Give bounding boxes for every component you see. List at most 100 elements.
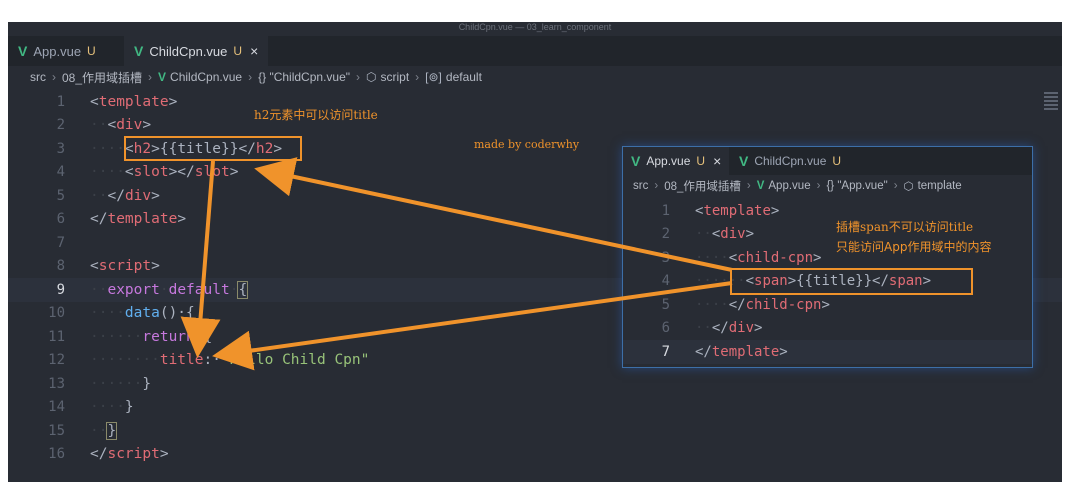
breadcrumb-object[interactable]: {} "App.vue" [826,180,888,192]
untracked-badge: U [233,44,243,58]
chevron-right-icon: › [248,70,253,84]
code-line: 8<script> [8,255,1062,279]
chevron-right-icon: › [746,180,751,192]
code-line: 7 [8,231,1062,255]
indent-guide: ······ [90,328,143,345]
breadcrumb-template[interactable]: template [917,180,962,192]
inset-tab-childcpn-vue[interactable]: V ChildCpn.vue U [731,147,849,175]
breadcrumb-folder[interactable]: 08_作用域插槽 [664,181,741,193]
untracked-badge: U [832,154,842,168]
window-title: ChildCpn.vue — 03_learn_component [458,22,612,32]
annotation-slot-no-access: 插槽span不可以访问title [836,220,974,234]
line-number: 6 [661,320,670,337]
untracked-badge: U [87,44,96,58]
breadcrumb-default[interactable]: default [445,70,482,84]
tab-app-vue[interactable]: V App.vue U [8,36,106,66]
line-number: 6 [56,211,65,228]
code-line: 13······} [8,372,1062,396]
line-number: 4 [661,273,670,290]
line-number: 9 [56,281,65,298]
indent-guide: ·· [695,320,712,337]
annotation-app-scope: 只能访问App作用域中的内容 [836,240,992,254]
indent-guide: ···· [695,249,729,266]
breadcrumb: src › 08_作用域插槽 › V ChildCpn.vue › {} "Ch… [8,66,1062,88]
indent-guide: · [159,281,169,298]
vue-icon: V [739,153,749,169]
line-number: 3 [56,140,65,157]
code-line: 6</template> [8,208,1062,232]
breadcrumb-object[interactable]: {} "ChildCpn.vue" [258,70,351,84]
breadcrumb-src[interactable]: src [30,70,46,84]
code-line: 2··<div> [8,114,1062,138]
line-number: 7 [56,234,65,251]
vue-icon: V [631,153,641,169]
indent-guide: ·· [90,422,108,439]
line-number: 13 [48,375,65,392]
chevron-right-icon: › [893,180,898,192]
chevron-right-icon: › [816,180,821,192]
annotation-author: made by coderwhy [474,138,580,151]
code-line: 1<template> [8,90,1062,114]
chevron-right-icon: › [654,180,659,192]
highlight-h2-box [124,136,302,161]
indent-guide: ········ [90,352,160,369]
code-line: 15··} [8,419,1062,443]
indent-guide: ·· [90,117,108,134]
tab-childcpn-vue[interactable]: V ChildCpn.vue U × [124,36,269,66]
line-number: 16 [48,446,65,463]
minimap[interactable] [1044,90,1058,120]
annotation-h2-access: h2元素中可以访问title [254,108,378,122]
line-number: 12 [48,352,65,369]
chevron-right-icon: › [52,70,56,84]
indent-guide: ···· [695,296,729,313]
close-tab-icon[interactable]: × [250,43,259,59]
code-line: 3····<h2>{{title}}</h2> [8,137,1062,161]
code-line: 16</script> [8,443,1062,467]
tab-label: ChildCpn.vue [754,154,827,168]
line-number: 7 [661,343,670,360]
indent-guide: ···· [90,399,125,416]
line-number: 15 [48,422,65,439]
inset-breadcrumb: src › 08_作用域插槽 › V App.vue › {} "App.vue… [623,175,1032,197]
chevron-right-icon: › [148,70,153,84]
breadcrumb-script[interactable]: script [380,70,410,84]
breadcrumb-folder[interactable]: 08_作用域插槽 [62,70,143,85]
breadcrumb-src[interactable]: src [633,180,649,192]
code-line: 6··</div> [623,317,1032,341]
line-number: 10 [48,305,65,322]
breadcrumb-file[interactable]: App.vue [768,180,811,192]
code-line: 5····</child-cpn> [623,293,1032,317]
line-number: 5 [56,187,65,204]
untracked-badge: U [696,154,706,168]
line-number: 2 [56,117,65,134]
indent-guide: ·· [695,226,712,243]
code-line: 5··</div> [8,184,1062,208]
chevron-right-icon: › [356,70,361,84]
cube-icon: ⬡ [903,181,914,193]
breadcrumb-file[interactable]: ChildCpn.vue [170,70,243,84]
indent-guide: ···· [90,305,125,322]
vue-icon: V [158,70,167,84]
tab-label: App.vue [33,43,82,59]
tab-bar: V App.vue U V ChildCpn.vue U × [8,36,1062,66]
indent-guide: ···· [90,140,125,157]
line-number: 5 [661,296,670,313]
inset-tab-bar: V App.vue U × V ChildCpn.vue U [623,147,1032,175]
line-number: 14 [48,399,65,416]
line-number: 3 [661,249,670,266]
inset-editor-window: V App.vue U × V ChildCpn.vue U src › 08_… [622,146,1033,368]
line-number: 4 [56,164,65,181]
cube-icon: ⬡ [366,70,377,84]
line-number: 1 [56,93,65,110]
code-line: 14····} [8,396,1062,420]
close-tab-icon[interactable]: × [713,153,722,169]
inset-tab-app-vue[interactable]: V App.vue U × [623,147,730,175]
indent-guide: ······ [90,375,143,392]
vue-icon: V [18,43,28,59]
indent-guide: ···· [90,164,125,181]
code-line-current: 7</template> [623,340,1032,364]
symbol-variable-icon: [⊚] [425,70,442,84]
line-number: 8 [56,258,65,275]
code-line: 10····data()·{ [8,302,1062,326]
vue-icon: V [756,180,765,192]
